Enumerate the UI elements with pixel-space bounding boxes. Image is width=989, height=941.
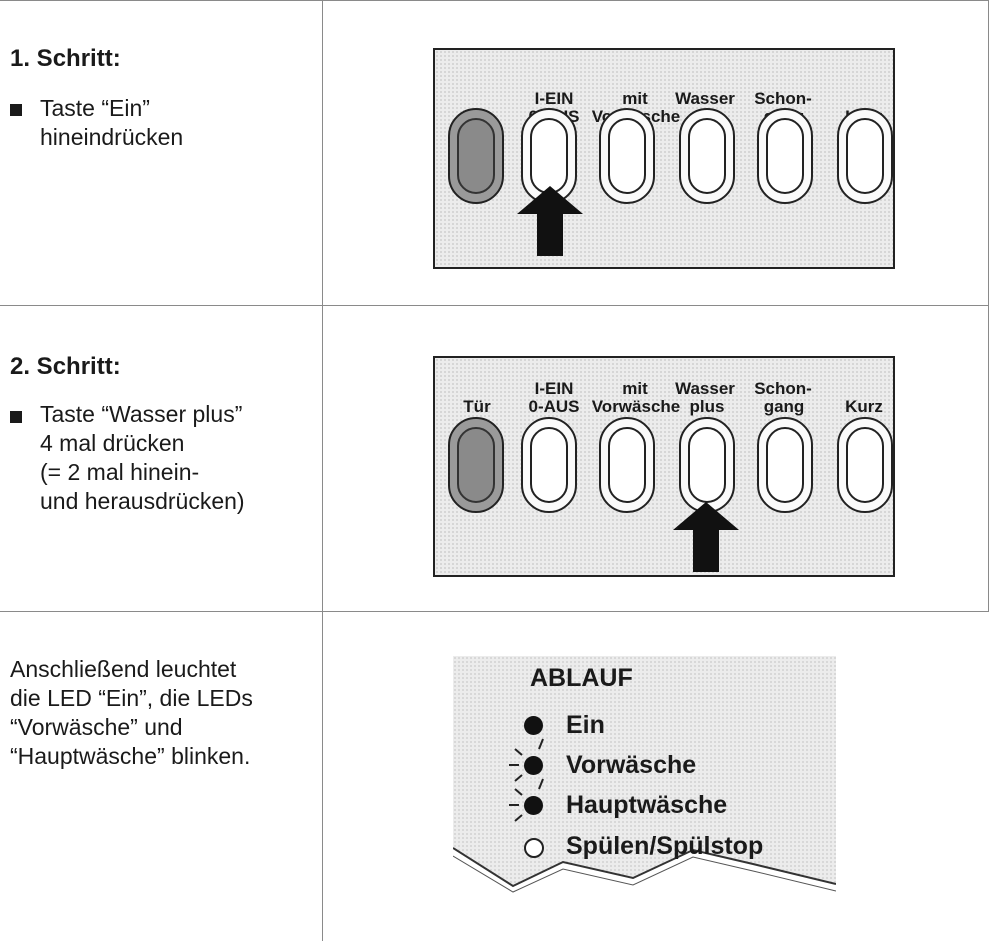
step-2-title: 2. Schritt: (10, 353, 121, 380)
result-line-2: die LED “Ein”, die LEDs (10, 685, 253, 711)
led-panel-title: ABLAUF (530, 664, 633, 692)
label-schon-2: gang (763, 397, 805, 416)
wavy-cut-edge (453, 847, 836, 928)
button-ein-aus[interactable] (521, 417, 577, 513)
result-line-3: “Vorwäsche” und (10, 714, 183, 740)
step-2-line-1: Taste “Wasser plus” (40, 401, 243, 427)
row-divider-2 (0, 611, 989, 612)
button-tuer[interactable] (448, 108, 504, 204)
label-schon-1: Schon- (754, 89, 812, 108)
label-ein-aus-2: 0-AUS (528, 397, 580, 416)
result-line-1: Anschließend leuchtet (10, 656, 237, 682)
arrow-up-icon (673, 502, 739, 572)
label-ein-aus-1: I-EIN (534, 379, 574, 398)
button-tuer[interactable] (448, 417, 504, 513)
label-ein-aus-1: I-EIN (534, 89, 574, 108)
table-column-divider (322, 0, 323, 941)
label-wasser-2: plus (689, 397, 725, 416)
label-wasser-1: Wasser (675, 89, 735, 108)
step-1-line-2: hineindrücken (40, 124, 184, 150)
button-vorwaesche[interactable] (599, 417, 655, 513)
button-kurz[interactable] (837, 108, 893, 204)
led-hauptwaesche-icon (524, 796, 543, 815)
result-line-4: “Hauptwäsche” blinken. (10, 743, 251, 769)
label-wasser-1: Wasser (675, 379, 735, 398)
control-panel-step-1 (433, 48, 895, 269)
led-ein-icon (524, 716, 543, 735)
label-vorwaesche-1: mit (622, 89, 648, 108)
step-2-line-3: (= 2 mal hinein- (40, 459, 200, 485)
button-vorwaesche[interactable] (599, 108, 655, 204)
label-vorwaesche-1: mit (622, 379, 648, 398)
led-spuelen-icon (524, 838, 544, 858)
arrow-up-icon (517, 186, 583, 256)
button-wasser-plus[interactable] (679, 108, 735, 204)
led-ein-label: Ein (566, 711, 605, 739)
led-vorwaesche-icon (524, 756, 543, 775)
control-panel-step-2 (433, 356, 895, 577)
step-2-line-4: und herausdrücken) (40, 488, 245, 514)
label-schon-1: Schon- (754, 379, 812, 398)
step-1-bullet-icon (10, 104, 22, 116)
led-vorwaesche-label: Vorwäsche (566, 751, 697, 779)
led-spuelen-label: Spülen/Spülstop (566, 832, 764, 860)
led-hauptwaesche-label: Hauptwäsche (566, 791, 728, 819)
step-2-line-2: 4 mal drücken (40, 430, 185, 456)
button-schongang[interactable] (757, 108, 813, 204)
button-wasser-plus[interactable] (679, 417, 735, 513)
button-schongang[interactable] (757, 417, 813, 513)
label-vorwaesche-2: Vorwäsche (591, 397, 681, 416)
step-2-bullet-icon (10, 411, 22, 423)
blink-rays-icon (509, 778, 544, 822)
step-1-line-1: Taste “Ein” (40, 95, 150, 121)
row-divider-1 (0, 305, 989, 306)
blink-rays-icon (509, 738, 544, 782)
button-kurz[interactable] (837, 417, 893, 513)
step-1-title: 1. Schritt: (10, 45, 121, 72)
label-kurz: Kurz (845, 397, 883, 416)
label-tuer: Tür (463, 397, 491, 416)
table-top-border (0, 0, 989, 1)
button-ein-aus[interactable] (521, 108, 577, 204)
